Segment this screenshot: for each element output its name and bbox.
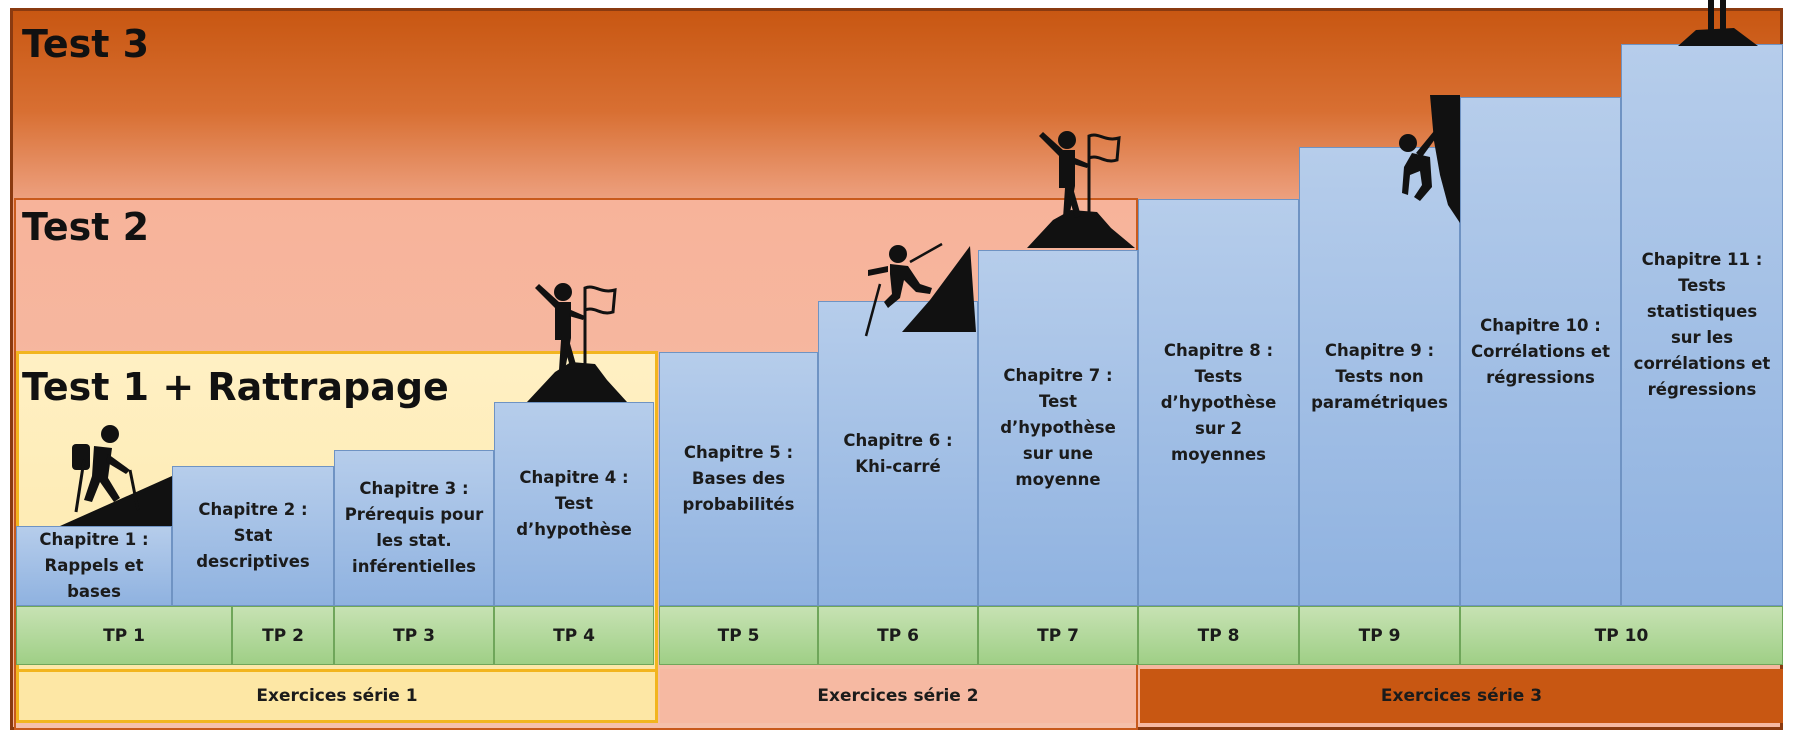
chapter-1-step: Chapitre 1 : Rappels et bases [16, 526, 172, 606]
chapter-10-label: Chapitre 10 : Corrélations et régression… [1471, 315, 1610, 387]
chapter-5-label: Chapitre 5 : Bases des probabilités [682, 443, 795, 514]
chapter-9-label: Chapitre 9 : Tests non paramétriques [1311, 340, 1448, 412]
chapter-11-step: Chapitre 11 : Tests statistiques sur les… [1621, 44, 1783, 606]
chapter-7-step: Chapitre 7 : Test d’hypothèse sur une mo… [978, 250, 1138, 606]
tp-10: TP 10 [1460, 606, 1783, 665]
chapter-9-step: Chapitre 9 : Tests non paramétriques [1299, 147, 1460, 606]
chapter-1-label: Chapitre 1 : Rappels et bases [39, 530, 149, 601]
tp-1: TP 1 [16, 606, 232, 665]
exercices-serie-2: Exercices série 2 [660, 669, 1136, 723]
chapter-5-step: Chapitre 5 : Bases des probabilités [659, 352, 818, 606]
chapter-3-step: Chapitre 3 : Prérequis pour les stat. in… [334, 450, 494, 606]
rappelling-climber-icon [864, 242, 976, 337]
chapter-10-step: Chapitre 10 : Corrélations et régression… [1460, 97, 1621, 606]
chapter-4-step: Chapitre 4 : Test d’hypothèse [494, 402, 654, 606]
test3-title: Test 3 [22, 22, 150, 66]
tp-7: TP 7 [978, 606, 1138, 665]
hiker-icon [60, 425, 172, 526]
chapter-11-label: Chapitre 11 : Tests statistiques sur les… [1633, 250, 1771, 399]
chapter-8-label: Chapitre 8 : Tests d’hypothèse sur 2 moy… [1160, 340, 1277, 464]
summit-flag-climber-icon [1027, 131, 1135, 248]
chapter-2-label: Chapitre 2 : Stat descriptives [196, 500, 310, 571]
summit-flag-climber-icon [527, 283, 627, 402]
tp-2: TP 2 [232, 606, 334, 665]
tp-4: TP 4 [494, 606, 654, 665]
tp-5: TP 5 [659, 606, 818, 665]
chapter-6-label: Chapitre 6 : Khi-carré [843, 430, 953, 476]
test2-title: Test 2 [22, 205, 150, 249]
chapter-4-label: Chapitre 4 : Test d’hypothèse [516, 468, 632, 539]
chapter-2-step: Chapitre 2 : Stat descriptives [172, 466, 334, 606]
tp-8: TP 8 [1138, 606, 1299, 665]
summit-climber-icon [1678, 0, 1758, 46]
tp-9: TP 9 [1299, 606, 1460, 665]
chapter-7-label: Chapitre 7 : Test d’hypothèse sur une mo… [1000, 366, 1116, 489]
exercices-serie-3: Exercices série 3 [1140, 669, 1783, 723]
exercices-serie-1: Exercices série 1 [16, 669, 658, 723]
chapter-3-label: Chapitre 3 : Prérequis pour les stat. in… [344, 479, 484, 576]
chapter-8-step: Chapitre 8 : Tests d’hypothèse sur 2 moy… [1138, 199, 1299, 606]
tp-6: TP 6 [818, 606, 978, 665]
test1-title: Test 1 + Rattrapage [22, 365, 449, 409]
chapter-6-step: Chapitre 6 : Khi-carré [818, 301, 978, 606]
rock-climber-icon [1399, 95, 1460, 223]
tp-3: TP 3 [334, 606, 494, 665]
